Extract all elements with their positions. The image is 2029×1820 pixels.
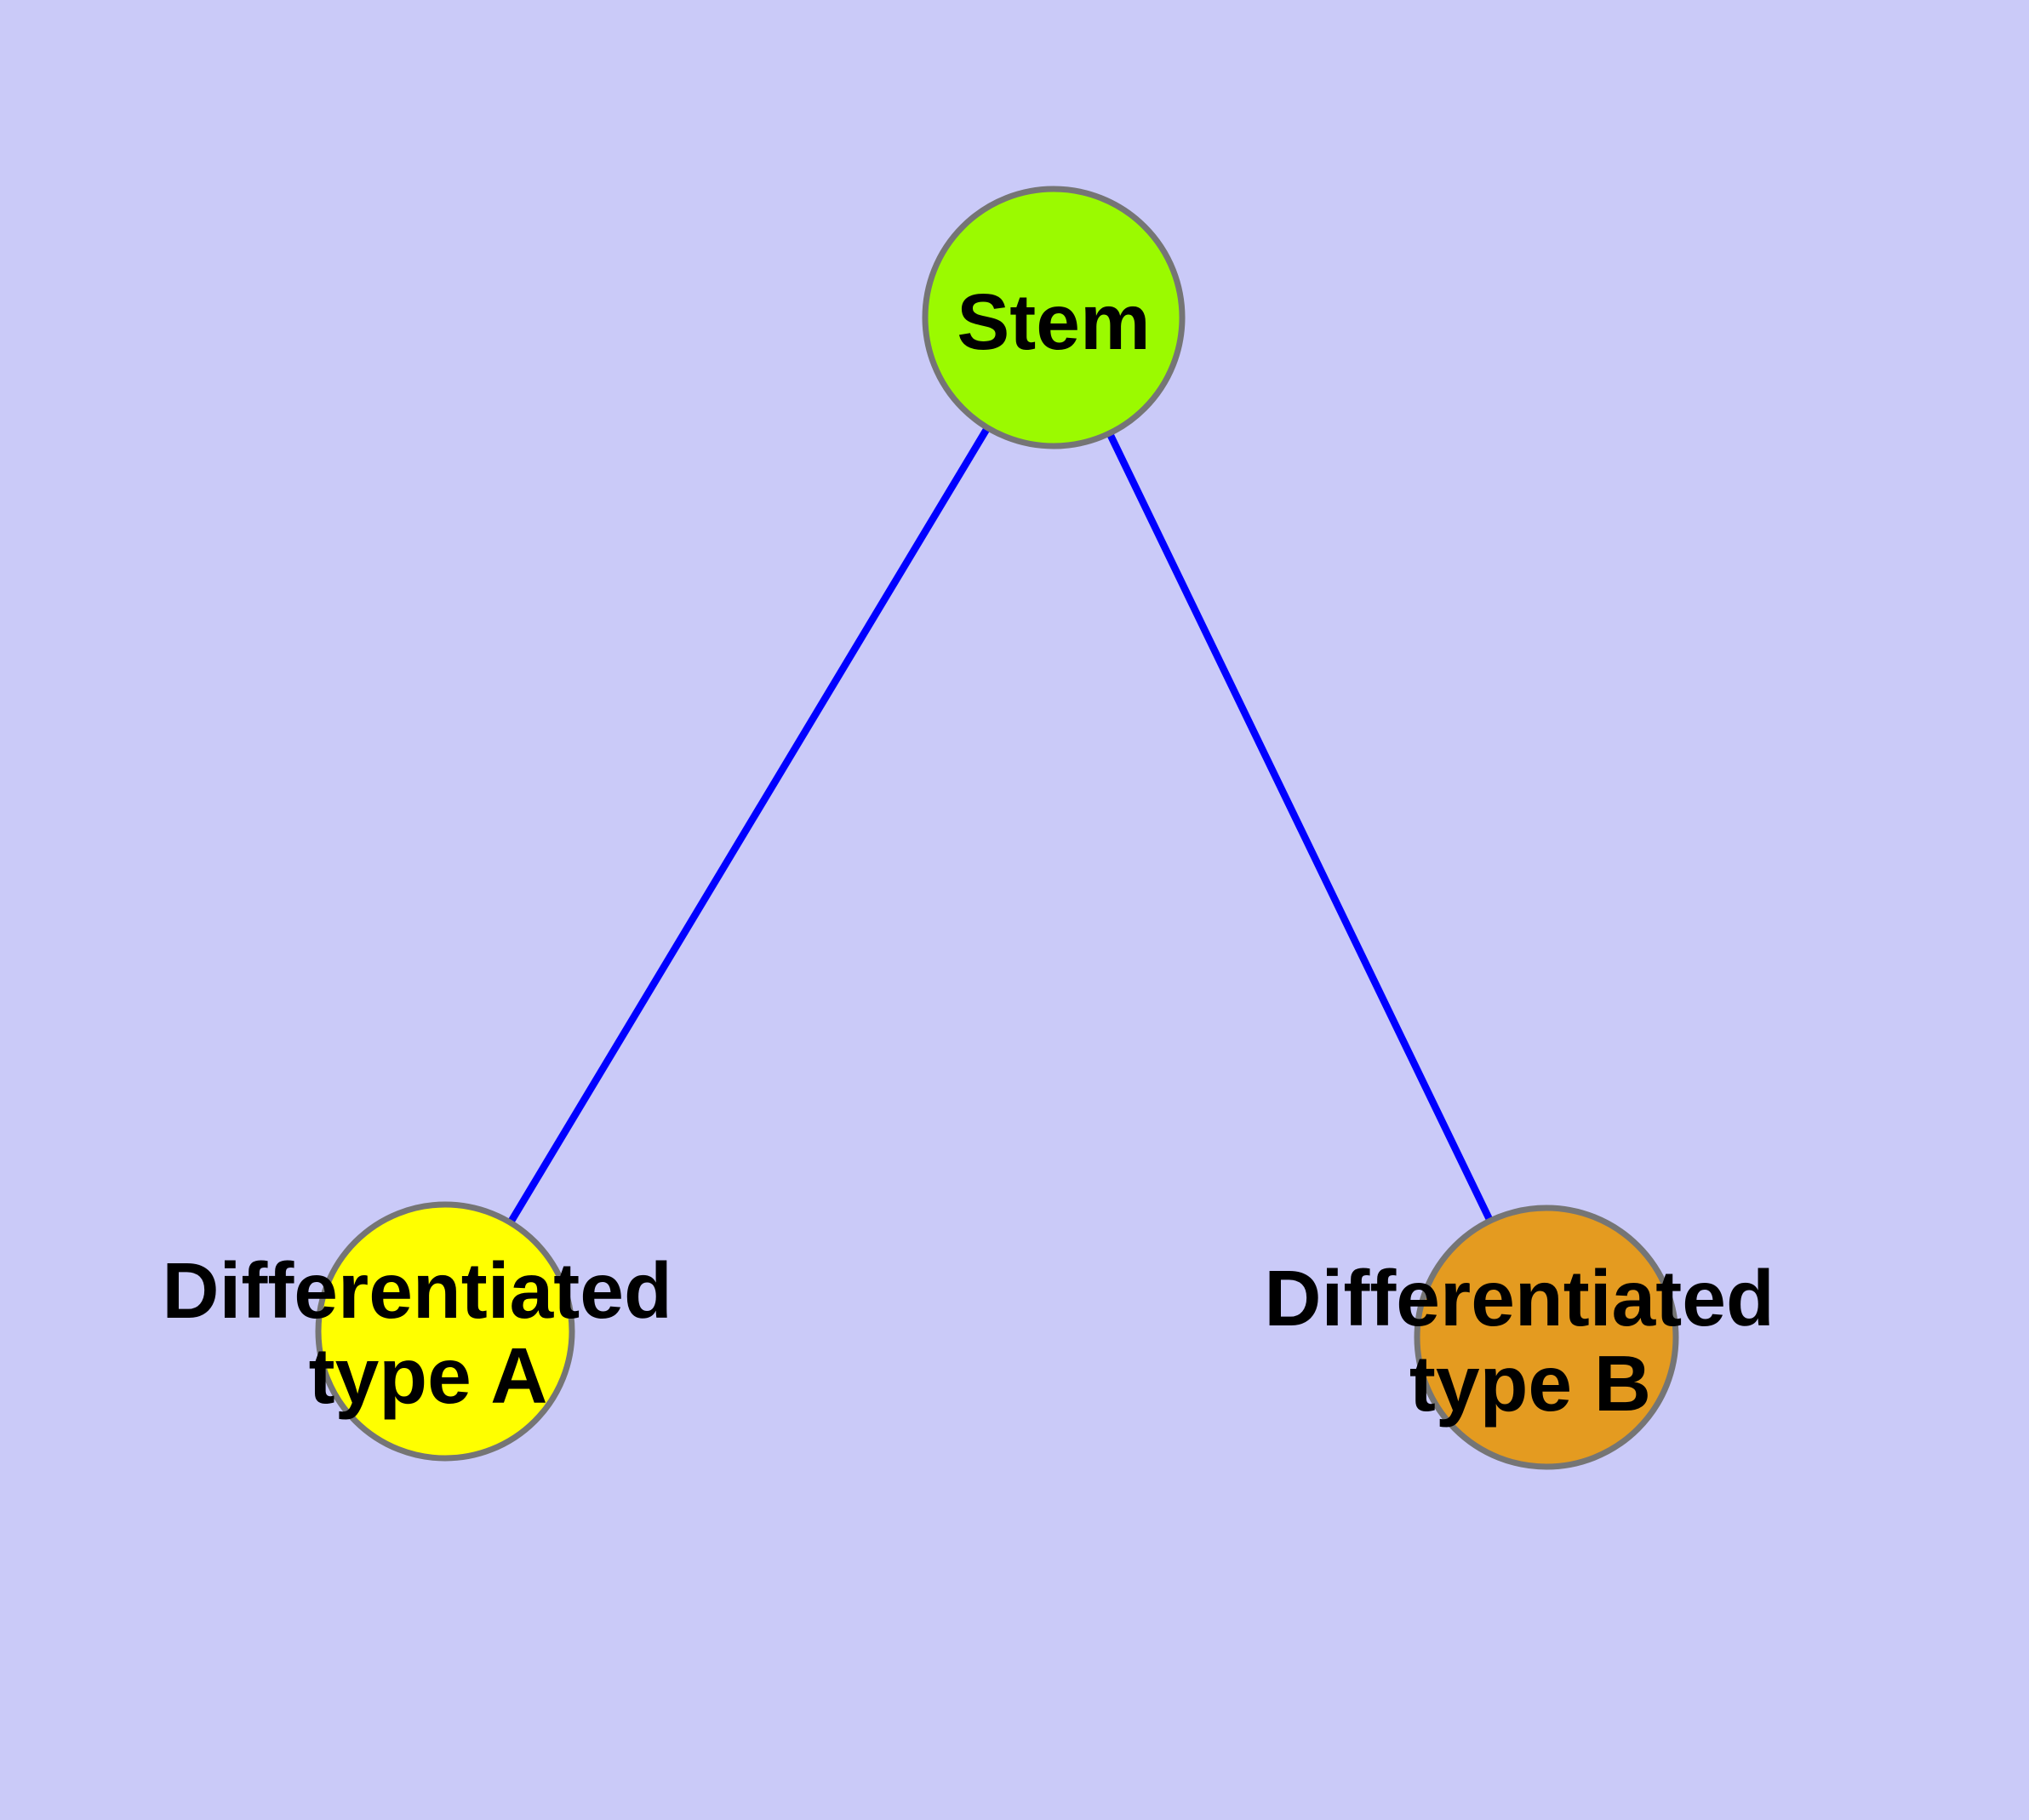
node-differentiated-type-b-label-line1: Differentiated: [1264, 1254, 1774, 1342]
node-differentiated-type-b-label-line2: type B: [1409, 1339, 1651, 1428]
node-stem-label: Stem: [957, 278, 1150, 366]
node-differentiated-type-a-circle: [315, 1201, 575, 1462]
node-differentiated-type-a-label-line2: type A: [309, 1331, 548, 1420]
node-differentiated-type-a-label-line1: Differentiated: [162, 1246, 672, 1335]
node-differentiated-type-b-circle: [1414, 1205, 1679, 1470]
node-differentiated-type-a-label: Differentiated type A: [162, 1246, 694, 1420]
node-stem-circle: [922, 186, 1186, 449]
edge-stem-to-type-b: [1050, 316, 1550, 1339]
edge-stem-to-type-a: [442, 315, 1057, 1334]
node-differentiated-type-b-label: Differentiated type B: [1264, 1254, 1796, 1428]
